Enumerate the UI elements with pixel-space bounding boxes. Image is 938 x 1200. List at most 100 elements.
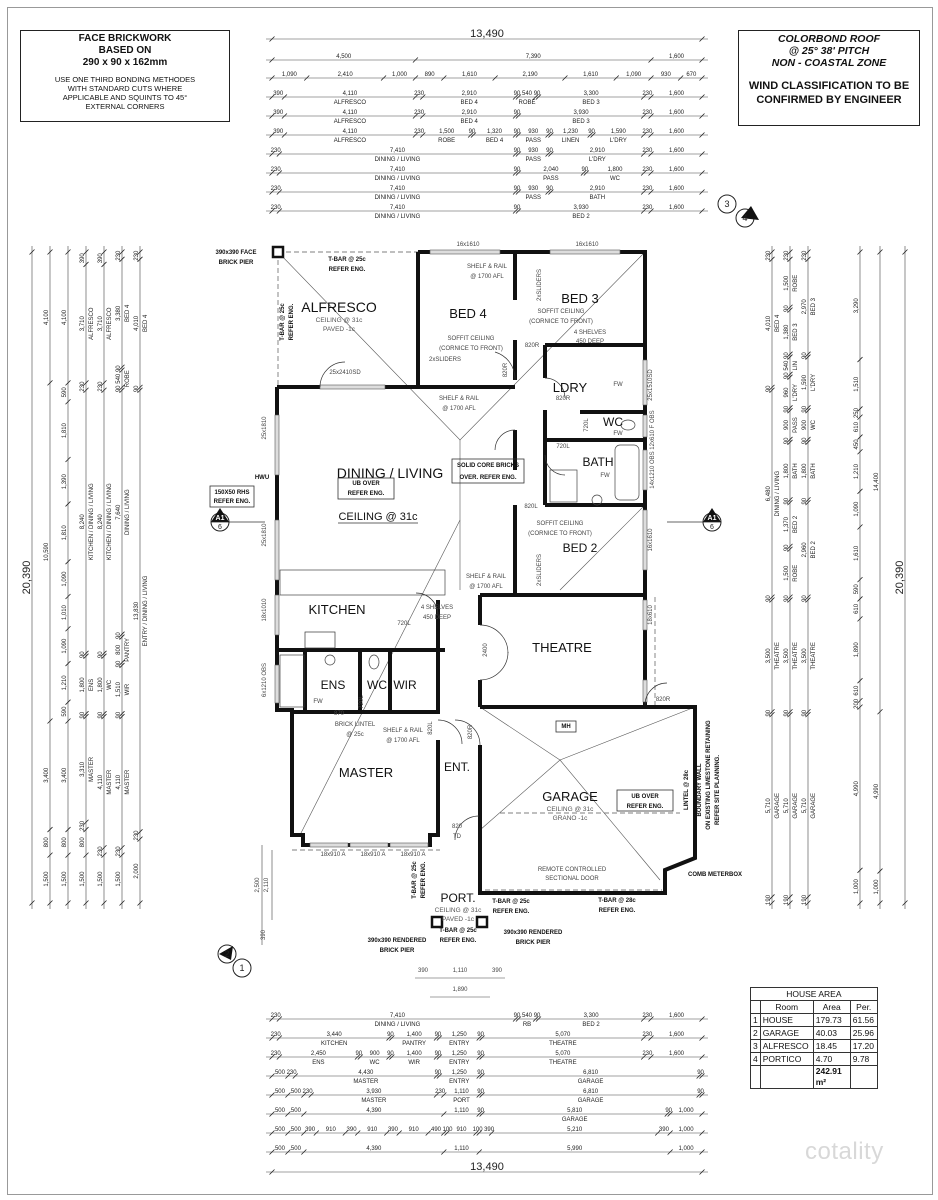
dimension-value: 1,600 [669,1032,685,1038]
dimension-room-label: KITCHEN / DINING / LIVING [107,483,113,560]
dimension-tick [269,208,275,214]
dimension-tick [535,94,542,100]
annotation: MH [561,724,570,730]
dimension-tick [512,151,519,157]
dimension-tick [47,852,53,858]
dimension-room-label: GARAGE [793,793,799,819]
dimension-value: 230 [435,1089,446,1095]
dimension-value: 7,410 [390,1013,406,1019]
dimension-value: 500 [275,1089,286,1095]
dimension-room-label: PASS [525,138,541,144]
dimension-tick [269,1149,275,1155]
dimension-tick [101,844,107,851]
dimension-value: 3,930 [574,205,590,211]
dimension-tick [667,1149,673,1155]
dimension-value: 4,110 [98,774,104,789]
dimension-tick [648,132,654,138]
dimension-value: 3,500 [802,648,808,664]
annotation: 2,500 [255,877,261,893]
dimension-tick [101,261,107,268]
dimension-value: 90 [514,167,521,173]
dimension-tick [769,384,775,391]
dimension-tick [857,576,863,583]
dimension-tick [857,697,863,704]
cell: 9.78 [849,1052,878,1066]
dimension-value: 230 [642,186,653,192]
window [429,249,501,255]
dimension-value: 800 [62,837,68,848]
dimension-tick [640,1054,647,1060]
window [349,842,389,848]
annotation: 820R [468,724,474,739]
room-label: WIR [393,678,417,692]
dimension-tick [354,1054,361,1060]
dimension-room-label: THEATRE [775,642,781,670]
dimension-tick [640,208,647,214]
dimension-tick [29,900,35,906]
dimension-tick [787,407,793,414]
annotation: T-BAR @ 28c [598,898,636,904]
dimension-room-label: ROBE [793,565,799,582]
dimension-value: 90 [469,129,476,135]
dimension-room-label: PASS [543,176,559,182]
dimension-value: 4,110 [343,110,358,116]
dimension-tick [119,387,125,394]
dimension-value: 90 [766,709,772,716]
dimension-room-label: GARAGE [811,793,817,819]
dimension-value: 90 [477,1089,484,1095]
dimension-value: 1,600 [669,129,685,135]
annotation: @ 1700 AFL [442,406,476,412]
dimension-value: 90 [514,148,521,154]
dimension-value: 1,090 [62,571,68,587]
dimension-value: 390 [273,129,284,135]
dimension-tick [613,75,620,81]
elevation-circle [717,194,737,214]
window [309,842,349,848]
dimension-value: 910 [367,1127,378,1133]
dimension-tick [441,1111,447,1117]
dimension-value: 1,510 [116,681,122,697]
dimension-room-label: ENS [312,1060,324,1066]
dimension-room-label: ROBE [518,100,535,106]
dimension-tick [699,170,705,176]
dimension-value: 930 [528,148,539,154]
dimension-value: 1,090 [282,72,298,78]
dimension-tick [640,189,647,195]
dimension-value: 4,430 [358,1070,374,1076]
section-arrow [703,508,721,522]
annotation: 390x390 FACE [215,250,256,256]
room-label: WC [367,678,387,692]
dimension-value: 2,410 [338,72,354,78]
brickwork-note: FACE BRICKWORK BASED ON 290 x 90 x 162mm… [20,30,230,122]
note-box [337,477,395,500]
header-cell [750,1000,761,1014]
dimension-value: 90 [802,497,808,504]
dimension-value: 90 [116,385,122,392]
dimension-tick [805,256,811,263]
roof-line: NON - COASTAL ZONE [771,57,887,69]
dimension-room-label: BED 3 [572,119,590,125]
annotation: SHELF & RAIL [383,728,424,734]
dimension-room-label: DINING / LIVING [375,214,421,220]
annotation: SOLID CORE BRICKS [457,463,519,469]
dimension-value: 14,400 [874,472,880,491]
shower [279,654,305,708]
annotation: 16x1610 [456,242,480,248]
elevation-ref: 4 [742,213,747,223]
dimension-value: 5,210 [567,1127,583,1133]
roof-hip-line [299,519,461,836]
dimension-room-label: BATH [590,195,606,201]
dimension-value: 800 [116,644,122,655]
annotation: UB OVER [631,794,659,800]
dimension-tick [857,596,863,602]
dimension-tick [769,594,775,600]
cell: 4.70 [812,1052,851,1066]
dimension-tick [648,151,654,157]
dimension-tick [119,367,125,373]
dimension-tick [65,593,71,600]
dimension-tick [512,113,519,119]
dimension-room-label: PANTRY [125,638,131,662]
dimension-value: 230 [134,830,140,841]
dimension-tick [769,387,775,394]
